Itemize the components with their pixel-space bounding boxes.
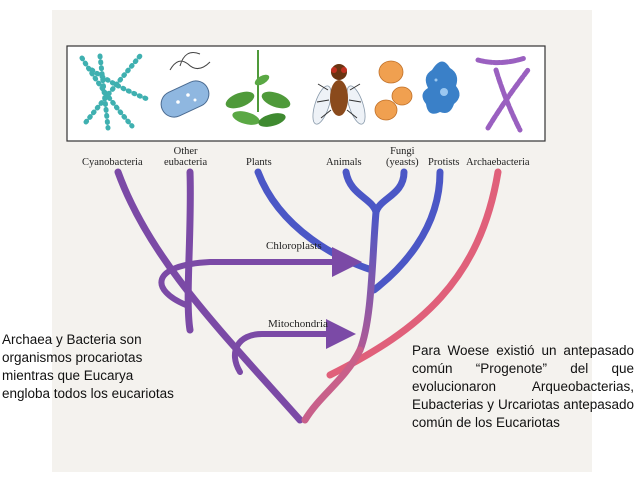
label-fungi-line1: Fungi xyxy=(390,146,415,157)
branch-animals xyxy=(342,168,380,216)
label-protists: Protists xyxy=(428,157,460,168)
label-animals: Animals xyxy=(326,157,362,168)
label-plants: Plants xyxy=(246,157,272,168)
label-other-eubacteria: Other eubacteria xyxy=(164,146,207,168)
chloroplast-arrow xyxy=(158,247,362,308)
branch-protists xyxy=(370,168,444,294)
branch-fungi xyxy=(372,168,408,216)
label-other-line2: eubacteria xyxy=(164,157,208,168)
yeast-icon xyxy=(374,60,413,121)
branch-eukarya-trunk xyxy=(356,208,380,354)
plant-icon xyxy=(225,50,291,127)
mitochondria-arrow xyxy=(232,319,356,375)
organism-panel xyxy=(66,45,546,142)
note-domains: Archaea y Bacteria son organismos procar… xyxy=(2,332,174,401)
branch-eukarya-lower xyxy=(301,346,364,424)
label-archaebacteria: Archaebacteria xyxy=(466,157,530,168)
label-cyanobacteria: Cyanobacteria xyxy=(82,157,143,168)
label-mitochondria: Mitochondria xyxy=(268,318,328,330)
eubacteria-icon xyxy=(160,52,211,118)
label-other-line1: Other xyxy=(173,146,198,157)
branch-archaebacteria xyxy=(326,168,502,379)
protist-icon xyxy=(422,61,460,114)
archaebacteria-icon xyxy=(475,55,531,133)
label-fungi: Fungi (yeasts) xyxy=(386,146,419,168)
cyanobacteria-icon xyxy=(79,53,153,131)
label-fungi-line2: (yeasts) xyxy=(386,157,419,168)
tree-branches xyxy=(114,168,502,464)
label-chloroplasts: Chloroplasts xyxy=(266,240,322,252)
note-progenote: Para Woese existió un antepasado común “… xyxy=(412,343,634,430)
fly-icon xyxy=(312,64,366,125)
